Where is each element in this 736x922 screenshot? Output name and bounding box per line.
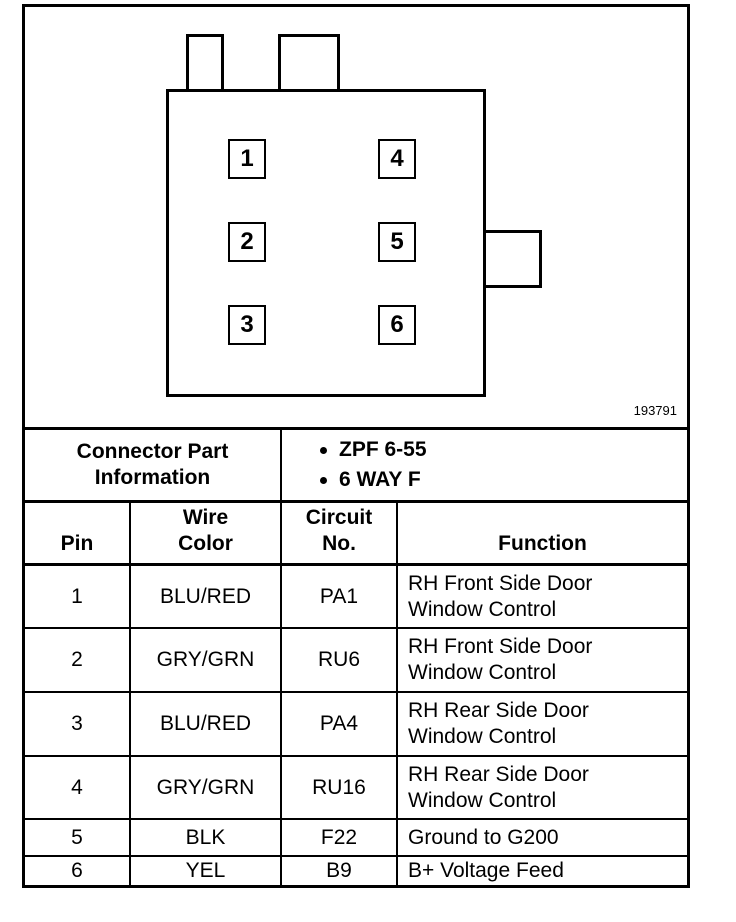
- connector-part-number: ZPF 6-55: [339, 438, 427, 461]
- header-function-label: Function: [498, 532, 587, 555]
- connector-info-label-line1: Connector Part: [76, 440, 229, 463]
- cell-circuit: B9: [326, 859, 352, 882]
- row-divider: [25, 855, 687, 857]
- column-divider: [280, 500, 282, 888]
- row-divider: [25, 755, 687, 757]
- function-line1: RH Front Side Door: [408, 571, 593, 595]
- header-wire-color-line1: Wire: [182, 506, 229, 529]
- header-circuit-no: Circuit No.: [282, 503, 396, 563]
- cell-pin: 1: [71, 584, 83, 608]
- connector-diagram: 1 2 3 4 5 6 193791: [25, 7, 687, 427]
- header-wire-color: Wire Color: [131, 503, 280, 563]
- connector-side-key: [483, 230, 542, 288]
- connector-latch-tab-left: [186, 34, 224, 92]
- connector-latch-tab-right: [278, 34, 340, 92]
- figure-reference-number: 193791: [633, 403, 677, 418]
- cell-pin: 5: [71, 825, 83, 849]
- row-divider: [25, 627, 687, 629]
- connector-info-values: ZPF 6-55 6 WAY F: [320, 430, 680, 500]
- connector-info-item: ZPF 6-55: [320, 435, 427, 465]
- header-function: Function: [398, 503, 687, 563]
- cell-wire-color: BLK: [185, 825, 226, 849]
- bullet-icon: [320, 446, 327, 454]
- cell-wire-color: YEL: [185, 859, 226, 882]
- row-divider: [25, 818, 687, 820]
- connector-body: [166, 89, 486, 397]
- cell-wire-color: GRY/GRN: [156, 775, 255, 799]
- function-line1: RH Rear Side Door: [408, 699, 589, 722]
- function-line1: RH Rear Side Door: [408, 762, 589, 786]
- divider-header-rows: [25, 563, 687, 566]
- cell-function: RH Rear Side Door Window Control: [398, 693, 687, 755]
- function-line1: Ground to G200: [408, 825, 559, 849]
- header-pin: Pin: [25, 503, 129, 563]
- function-line1: B+ Voltage Feed: [408, 859, 564, 882]
- cell-circuit: PA4: [319, 712, 359, 735]
- divider-info-column: [280, 427, 282, 503]
- cell-circuit: F22: [320, 825, 358, 849]
- connector-info-label: Connector Part Information: [25, 430, 280, 500]
- cell-wire-color: BLU/RED: [159, 584, 252, 608]
- function-line1: RH Front Side Door: [408, 635, 593, 658]
- cell-pin: 6: [71, 859, 83, 882]
- pin-cavity-1: 1: [228, 139, 266, 179]
- header-pin-label: Pin: [60, 532, 94, 555]
- connector-info-item: 6 WAY F: [320, 465, 421, 495]
- header-circuit-line1: Circuit: [305, 506, 373, 529]
- cell-function: B+ Voltage Feed: [398, 857, 687, 885]
- pin-cavity-5: 5: [378, 222, 416, 262]
- pin-cavity-3: 3: [228, 305, 266, 345]
- cell-function: RH Rear Side Door Window Control: [398, 757, 687, 818]
- cell-circuit: RU16: [312, 775, 366, 799]
- cell-function: RH Front Side Door Window Control: [398, 566, 687, 627]
- cell-pin: 4: [71, 775, 83, 799]
- pin-cavity-2: 2: [228, 222, 266, 262]
- cell-function: Ground to G200: [398, 820, 687, 855]
- pin-cavity-4: 4: [378, 139, 416, 179]
- function-line2: Window Control: [408, 788, 557, 812]
- function-line2: Window Control: [408, 661, 557, 684]
- cell-wire-color: GRY/GRN: [156, 648, 255, 671]
- column-divider: [396, 500, 398, 888]
- column-divider: [129, 500, 131, 888]
- pin-cavity-6: 6: [378, 305, 416, 345]
- cell-circuit: RU6: [317, 648, 360, 671]
- connector-sheet: 1 2 3 4 5 6 193791 Connector Part Inform…: [22, 4, 690, 888]
- connector-type: 6 WAY F: [339, 468, 421, 491]
- cell-pin: 3: [71, 712, 83, 735]
- cell-wire-color: BLU/RED: [159, 712, 252, 735]
- row-divider: [25, 691, 687, 693]
- divider-info-header: [25, 500, 687, 503]
- header-circuit-line2: No.: [322, 532, 356, 555]
- bullet-icon: [320, 476, 327, 484]
- function-line2: Window Control: [408, 725, 557, 748]
- divider-diagram-table: [25, 427, 687, 430]
- header-wire-color-line2: Color: [178, 532, 233, 555]
- cell-circuit: PA1: [319, 584, 359, 608]
- cell-pin: 2: [71, 648, 83, 671]
- connector-info-label-line2: Information: [94, 466, 211, 489]
- function-line2: Window Control: [408, 597, 557, 621]
- cell-function: RH Front Side Door Window Control: [398, 629, 687, 691]
